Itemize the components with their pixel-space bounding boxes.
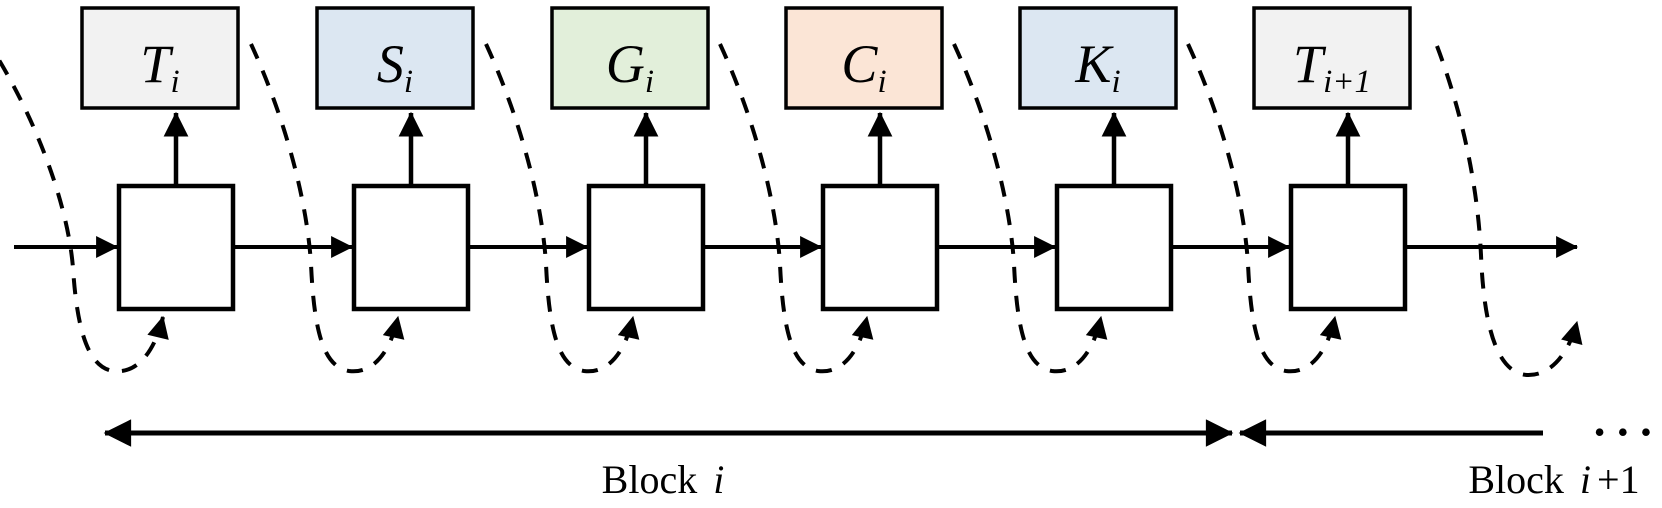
state-square [820,183,940,312]
unit-label: Ti+1 [1293,34,1371,100]
label-box [1252,6,1412,110]
recurrent-dashed-arrow [952,43,1108,374]
unit-k-i: Ki [952,6,1178,374]
ellipsis: ••• [1594,414,1662,450]
unit-t-i-plus-1: Ti+1 [1186,6,1412,374]
state-square [351,183,471,312]
unit-label: Ci [841,34,886,100]
state-square [1054,183,1174,312]
unit-g-i: Gi [484,6,710,374]
recurrent-dashed-arrow [1186,43,1342,374]
unit-s-i: Si [249,6,475,374]
recurrent-dashed-arrow [718,43,874,374]
recurrent-dashed-arrow [0,57,169,374]
state-square [586,183,706,312]
unit-t-i: Ti [0,6,240,374]
recurrent-dashed-arrow-exit [1435,45,1583,378]
recurrent-dashed-arrow [249,43,405,374]
state-square [1288,183,1408,312]
unit-label: Si [377,34,413,100]
label-box [1018,6,1178,110]
unit-label: Ki [1074,34,1120,100]
state-square [116,183,236,312]
unit-label: Ti [140,34,179,100]
label-box [80,6,240,110]
label-box [784,6,944,110]
label-box [550,6,710,110]
unit-label: Gi [606,34,654,100]
unit-c-i: Ci [718,6,944,374]
label-box [315,6,475,110]
recurrent-dashed-arrow [484,43,640,374]
